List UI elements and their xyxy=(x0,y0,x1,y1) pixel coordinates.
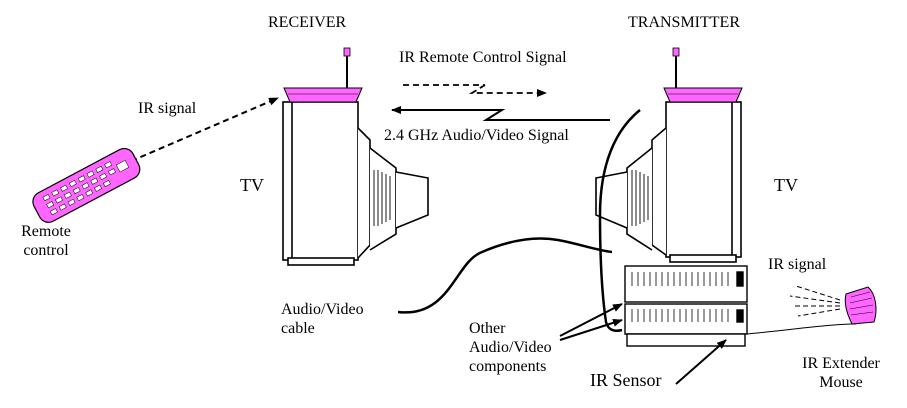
other-components-label: Other Audio/Video components xyxy=(469,319,552,376)
other-components-arrow-bottom xyxy=(559,318,623,341)
remote-label-line1: Remote xyxy=(21,223,71,240)
ir-extender-mouse-label: IR Extender Mouse xyxy=(786,354,896,392)
other-components-arrow-top xyxy=(559,303,623,337)
ir-remote-control-arrow-zigzag xyxy=(468,84,547,97)
transmitter-label: TRANSMITTER xyxy=(628,14,740,31)
ir-sensor-label: IR Sensor xyxy=(590,370,662,390)
receiver-tv xyxy=(282,101,429,266)
transmitter-unit xyxy=(663,47,743,103)
av-cable-label-line2: cable xyxy=(281,320,315,337)
remote-control-label: Remote control xyxy=(16,222,76,260)
ir-extender-signal-rays xyxy=(789,285,841,317)
transmitter-cable xyxy=(598,109,641,332)
ir-signal-label: IR signal xyxy=(138,100,197,117)
ir-signal-extender-label: IR signal xyxy=(768,256,827,273)
extender-label-line2: Mouse xyxy=(819,374,863,391)
other-label-line2: Audio/Video xyxy=(469,339,552,356)
audio-video-cable-label: Audio/Video cable xyxy=(281,300,364,338)
tv-transmitter-label: TV xyxy=(774,175,798,195)
av-signal-label: 2.4 GHz Audio/Video Signal xyxy=(384,127,569,144)
ir-signal-arrow xyxy=(121,97,279,166)
receiver-unit xyxy=(283,47,363,103)
av-components-stack xyxy=(624,265,748,347)
ir-extender-mouse xyxy=(844,286,877,325)
av-signal-arrow xyxy=(391,106,610,121)
transmitter-tv xyxy=(595,101,742,263)
remote-label-line2: control xyxy=(23,242,69,259)
receiver-label: RECEIVER xyxy=(268,14,347,31)
remote-control xyxy=(32,147,141,223)
audio-video-cable xyxy=(397,237,613,314)
other-label-line3: components xyxy=(469,358,547,375)
ir-sensor-arrow xyxy=(675,339,727,385)
ir-remote-control-signal-label: IR Remote Control Signal xyxy=(399,49,567,66)
tv-receiver-label: TV xyxy=(240,175,264,195)
other-label-line1: Other xyxy=(469,320,506,337)
av-cable-label-line1: Audio/Video xyxy=(281,301,364,318)
extender-label-line1: IR Extender xyxy=(802,355,880,372)
